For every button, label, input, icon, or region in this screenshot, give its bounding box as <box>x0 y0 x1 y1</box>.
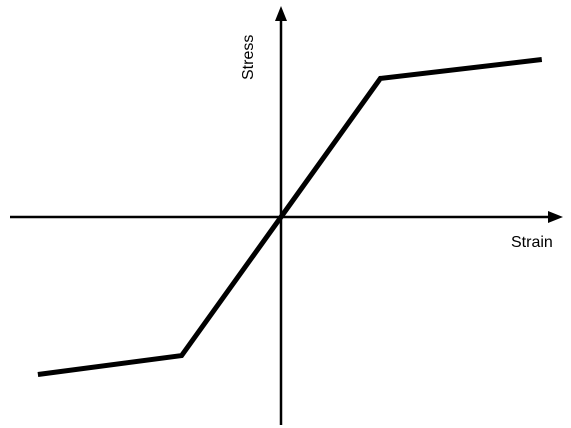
series-group <box>37 57 543 377</box>
x-axis-label: Strain <box>511 234 553 251</box>
y-axis-arrowhead <box>275 6 287 21</box>
x-axis-arrowhead <box>548 211 563 223</box>
stress-strain-curve <box>37 57 543 377</box>
y-axis-label: Stress <box>240 35 257 80</box>
